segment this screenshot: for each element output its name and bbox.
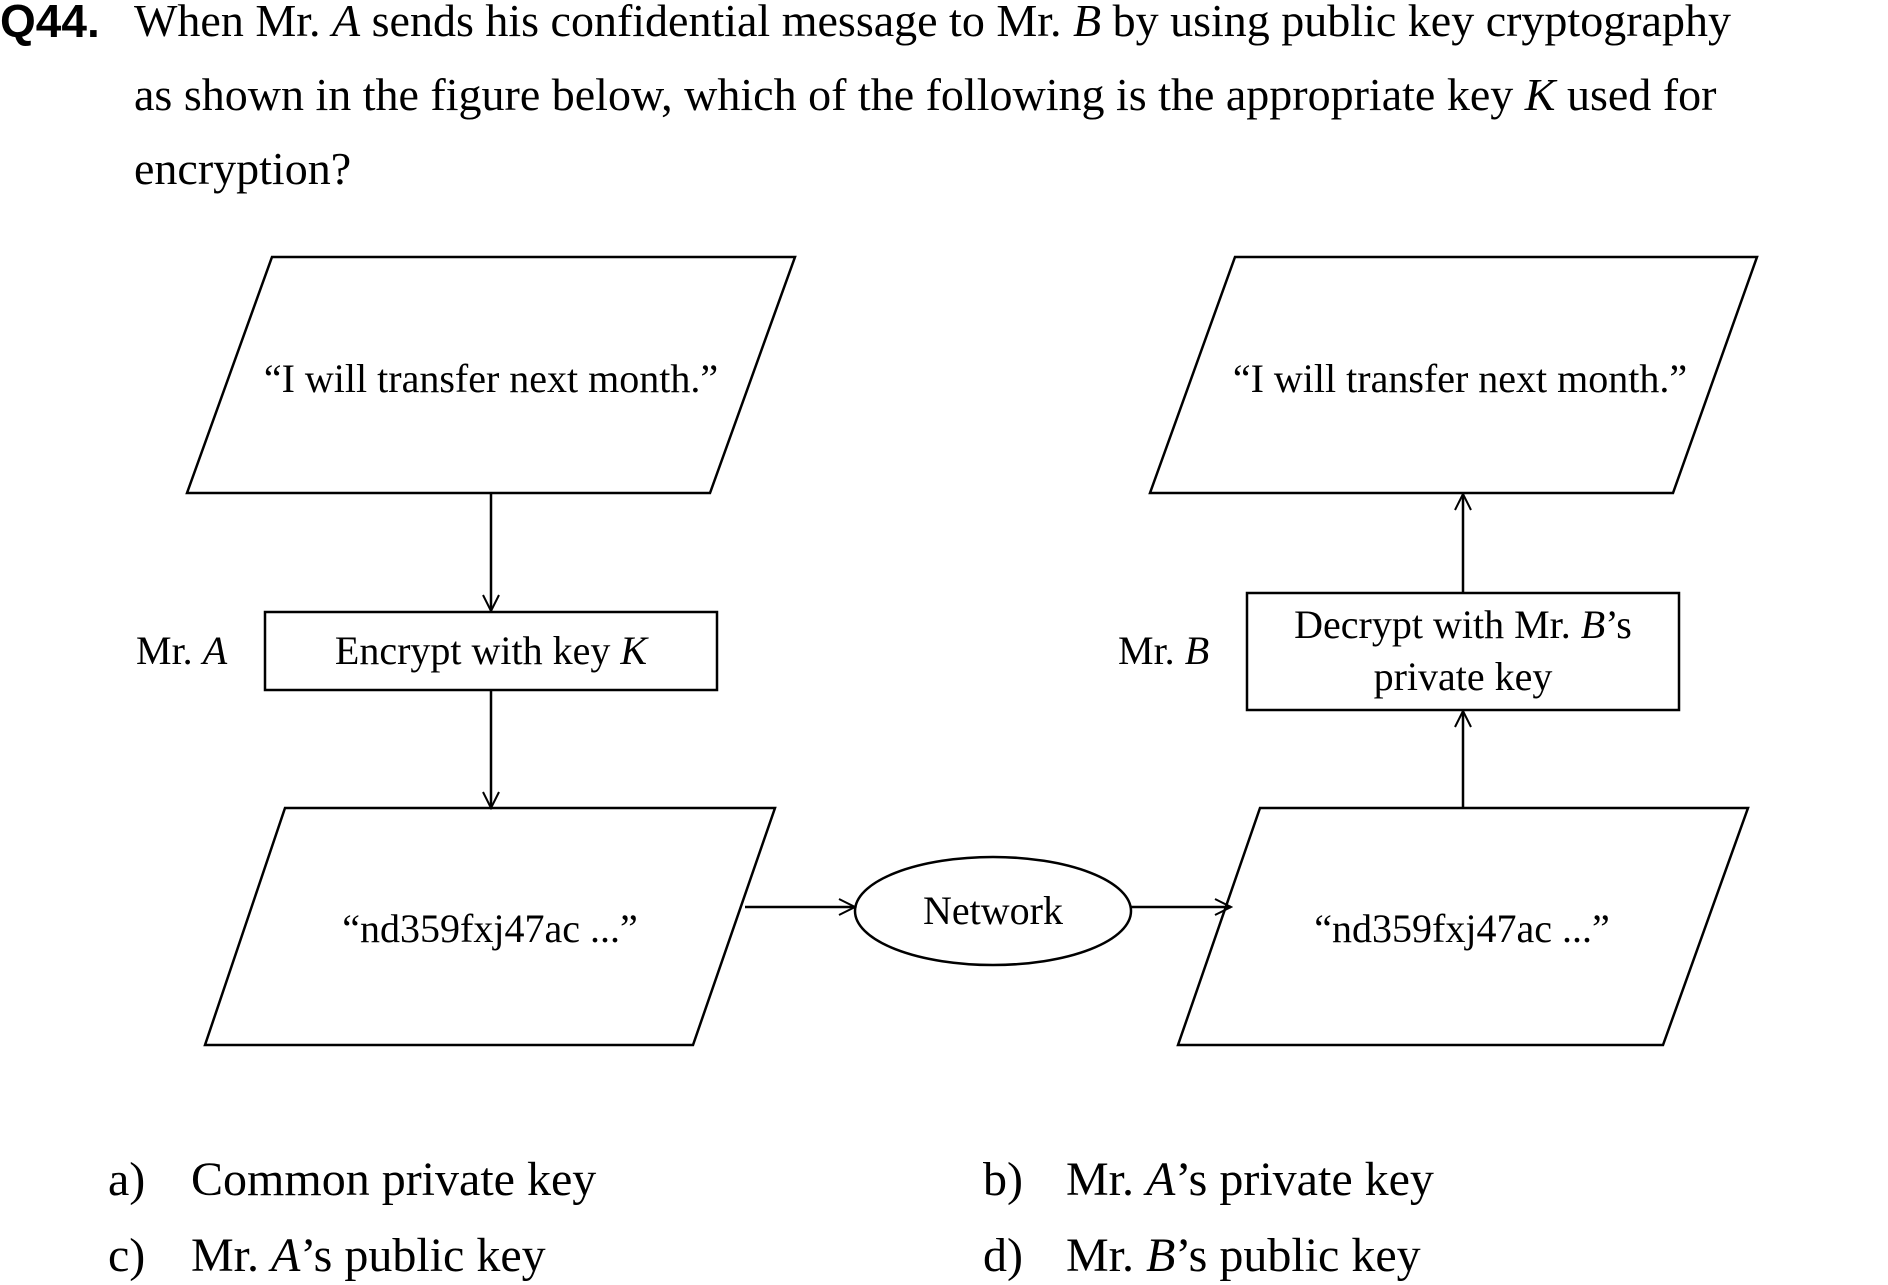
- option-b-letter: b): [983, 1153, 1023, 1206]
- option-b[interactable]: Mr. A’s private key: [1066, 1153, 1434, 1206]
- question-number: Q44.: [0, 0, 100, 47]
- option-c[interactable]: Mr. A’s public key: [191, 1229, 546, 1282]
- plaintext-b-shape: [1148, 255, 1759, 495]
- plaintext-b-text: “I will transfer next month.”: [1233, 356, 1687, 401]
- ciphertext-a-shape: [203, 806, 777, 1047]
- ciphertext-a-text: “nd359fxj47ac ...”: [342, 906, 637, 951]
- ciphertext-b-text: “nd359fxj47ac ...”: [1314, 906, 1609, 951]
- option-a-letter: a): [108, 1153, 146, 1206]
- mr-b-label: Mr. B: [1118, 628, 1209, 673]
- decrypt-box-text-2: private key: [1374, 654, 1553, 699]
- network-node: [853, 855, 1133, 967]
- option-d-letter: d): [983, 1229, 1023, 1282]
- decrypt-box-text-1: Decrypt with Mr. B’s: [1294, 602, 1632, 647]
- question-line-2: as shown in the figure below, which of t…: [134, 69, 1717, 120]
- plaintext-a-shape: [185, 255, 797, 495]
- encrypt-box-text: Encrypt with key K: [335, 628, 650, 673]
- option-c-letter: c): [108, 1229, 146, 1282]
- mr-a-label: Mr. A: [136, 628, 228, 673]
- question-line-3: encryption?: [134, 143, 352, 194]
- network-label: Network: [923, 888, 1063, 933]
- option-a[interactable]: Common private key: [191, 1153, 597, 1206]
- flow-diagram: “I will transfer next month.” “I will tr…: [136, 255, 1759, 1047]
- question-line-1: When Mr. A sends his confidential messag…: [134, 0, 1731, 46]
- ciphertext-b-shape: [1176, 806, 1750, 1047]
- plaintext-a-text: “I will transfer next month.”: [264, 356, 718, 401]
- option-d[interactable]: Mr. B’s public key: [1066, 1229, 1421, 1282]
